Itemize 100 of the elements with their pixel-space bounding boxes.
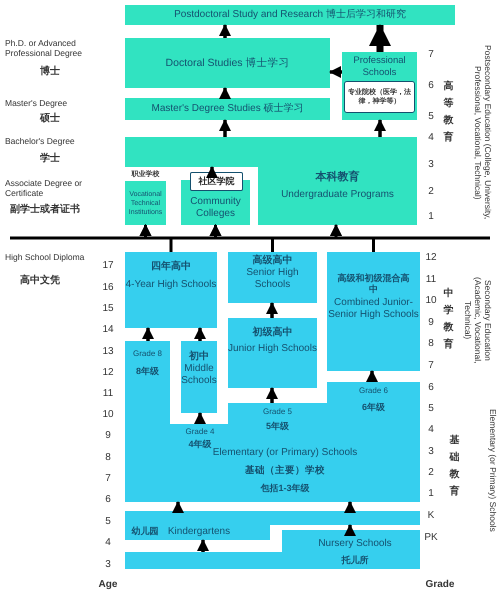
grade-number: 1 bbox=[427, 488, 435, 500]
grade-number: 10 bbox=[424, 295, 438, 307]
arrow bbox=[374, 119, 386, 137]
section-label: 中学教育 bbox=[443, 286, 454, 352]
box-label: Undergraduate Programs bbox=[280, 189, 395, 201]
box-label: 幼儿园 bbox=[130, 526, 160, 537]
box-label: Grade 4 bbox=[184, 427, 216, 437]
age-number: 11 bbox=[102, 388, 114, 400]
degree-label: 学士 bbox=[39, 152, 61, 166]
age-number: 13 bbox=[101, 346, 115, 358]
box-label: Postdoctoral Study and Research 博士后学习和研究 bbox=[173, 9, 407, 21]
section-label: 基础教育 bbox=[449, 434, 460, 499]
arrow bbox=[194, 327, 206, 341]
box-label: Combined Junior-Senior High Schools bbox=[327, 297, 420, 321]
school-box bbox=[181, 341, 217, 413]
grade-number: 8 bbox=[427, 338, 435, 350]
arrow bbox=[142, 327, 154, 341]
age-number: 3 bbox=[104, 559, 112, 571]
box-label: 高级和初级混合高中 bbox=[336, 273, 410, 295]
school-box bbox=[125, 511, 420, 540]
grade-number: 4 bbox=[427, 132, 435, 144]
age-number: 17 bbox=[101, 260, 115, 272]
box-label: Junior High Schools bbox=[228, 343, 317, 355]
age-number: 4 bbox=[104, 537, 112, 549]
box-label: Grade 8 bbox=[132, 349, 163, 359]
school-box bbox=[125, 170, 166, 225]
axis-title: Grade bbox=[424, 579, 456, 591]
grade-number: 2 bbox=[427, 467, 435, 479]
school-box bbox=[125, 252, 217, 328]
degree-label: 硕士 bbox=[38, 112, 61, 126]
school-box bbox=[342, 52, 417, 120]
box-label: 高级高中 bbox=[252, 255, 294, 267]
arrow bbox=[172, 501, 184, 513]
box-label: 基础（主要）学校 bbox=[244, 465, 326, 476]
box-label: Professional Schools bbox=[352, 55, 407, 78]
box-label: Community Colleges bbox=[189, 196, 242, 220]
degree-label: Associate Degree or Certificate bbox=[5, 178, 84, 198]
box-label: 4-Year High Schools bbox=[125, 279, 217, 291]
arrow bbox=[219, 87, 231, 99]
arrow bbox=[266, 302, 278, 318]
grade-number: 2 bbox=[427, 186, 435, 198]
grade-number: 3 bbox=[427, 159, 435, 171]
grade-number: 5 bbox=[427, 111, 435, 123]
grade-number: 5 bbox=[427, 403, 435, 415]
box-label: Middle Schools bbox=[181, 363, 217, 387]
degree-label: High School Diploma bbox=[5, 252, 86, 262]
grade-number: 3 bbox=[427, 446, 435, 458]
section-label: 高等教育 bbox=[443, 79, 454, 145]
school-box bbox=[228, 252, 317, 303]
school-box bbox=[181, 172, 250, 225]
box-label: 四年高中 bbox=[150, 261, 192, 273]
school-box bbox=[125, 137, 417, 225]
box-label: 8年级 bbox=[134, 366, 160, 377]
school-box bbox=[125, 38, 330, 88]
arrow bbox=[266, 387, 278, 403]
box-label: 托儿所 bbox=[340, 555, 370, 566]
age-number: 10 bbox=[101, 409, 115, 421]
degree-label: 副学士或者证书 bbox=[9, 203, 81, 217]
box-label: Grade 6 bbox=[358, 386, 389, 396]
arrow bbox=[344, 524, 356, 536]
box-label: 5年级 bbox=[264, 421, 290, 432]
box-label: 4年级 bbox=[187, 439, 212, 450]
arrow bbox=[219, 119, 231, 137]
degree-label: Ph.D. or Advanced Professional Degree bbox=[5, 38, 84, 58]
arrow bbox=[219, 24, 231, 38]
age-number: 8 bbox=[104, 452, 112, 464]
grade-number: 9 bbox=[427, 317, 435, 329]
box-label: 6年级 bbox=[360, 402, 386, 413]
school-box bbox=[327, 252, 420, 371]
arrow bbox=[197, 539, 209, 552]
degree-label: 博士 bbox=[39, 65, 61, 79]
degree-label: 高中文凭 bbox=[19, 274, 61, 288]
arrow bbox=[206, 166, 218, 178]
age-number: 12 bbox=[101, 367, 115, 379]
grade-number: 7 bbox=[427, 360, 435, 372]
school-box bbox=[125, 5, 455, 25]
grade-number: 6 bbox=[427, 80, 435, 92]
box-label: Senior High Schools bbox=[245, 267, 300, 291]
age-number: 5 bbox=[104, 516, 112, 528]
grade-number: 11 bbox=[424, 274, 438, 286]
box-label: 本科教育 bbox=[314, 171, 360, 184]
arrow bbox=[329, 66, 342, 78]
grade-number: 4 bbox=[427, 424, 435, 436]
box-label: Nursery Schools bbox=[317, 538, 393, 550]
age-number: 6 bbox=[104, 494, 112, 506]
box-label: Master's Degree Studies 硕士学习 bbox=[150, 103, 304, 115]
age-number: 7 bbox=[104, 473, 112, 485]
grade-number: 7 bbox=[427, 49, 435, 61]
section-title: Secondary Education (Academic, Vocational, Technical) bbox=[463, 276, 493, 366]
age-number: 16 bbox=[101, 282, 115, 294]
grade-number: 12 bbox=[424, 252, 438, 264]
box-label: Doctoral Studies 博士学习 bbox=[164, 57, 290, 70]
age-number: 15 bbox=[101, 303, 115, 315]
box-label: 初级高中 bbox=[251, 327, 294, 339]
arrow bbox=[369, 24, 391, 52]
box-label: Kindergartens bbox=[166, 526, 232, 538]
box-label: Grade 5 bbox=[262, 407, 293, 417]
school-box bbox=[125, 98, 330, 120]
school-box bbox=[228, 318, 317, 388]
degree-label: Bachelor's Degree bbox=[5, 136, 76, 146]
